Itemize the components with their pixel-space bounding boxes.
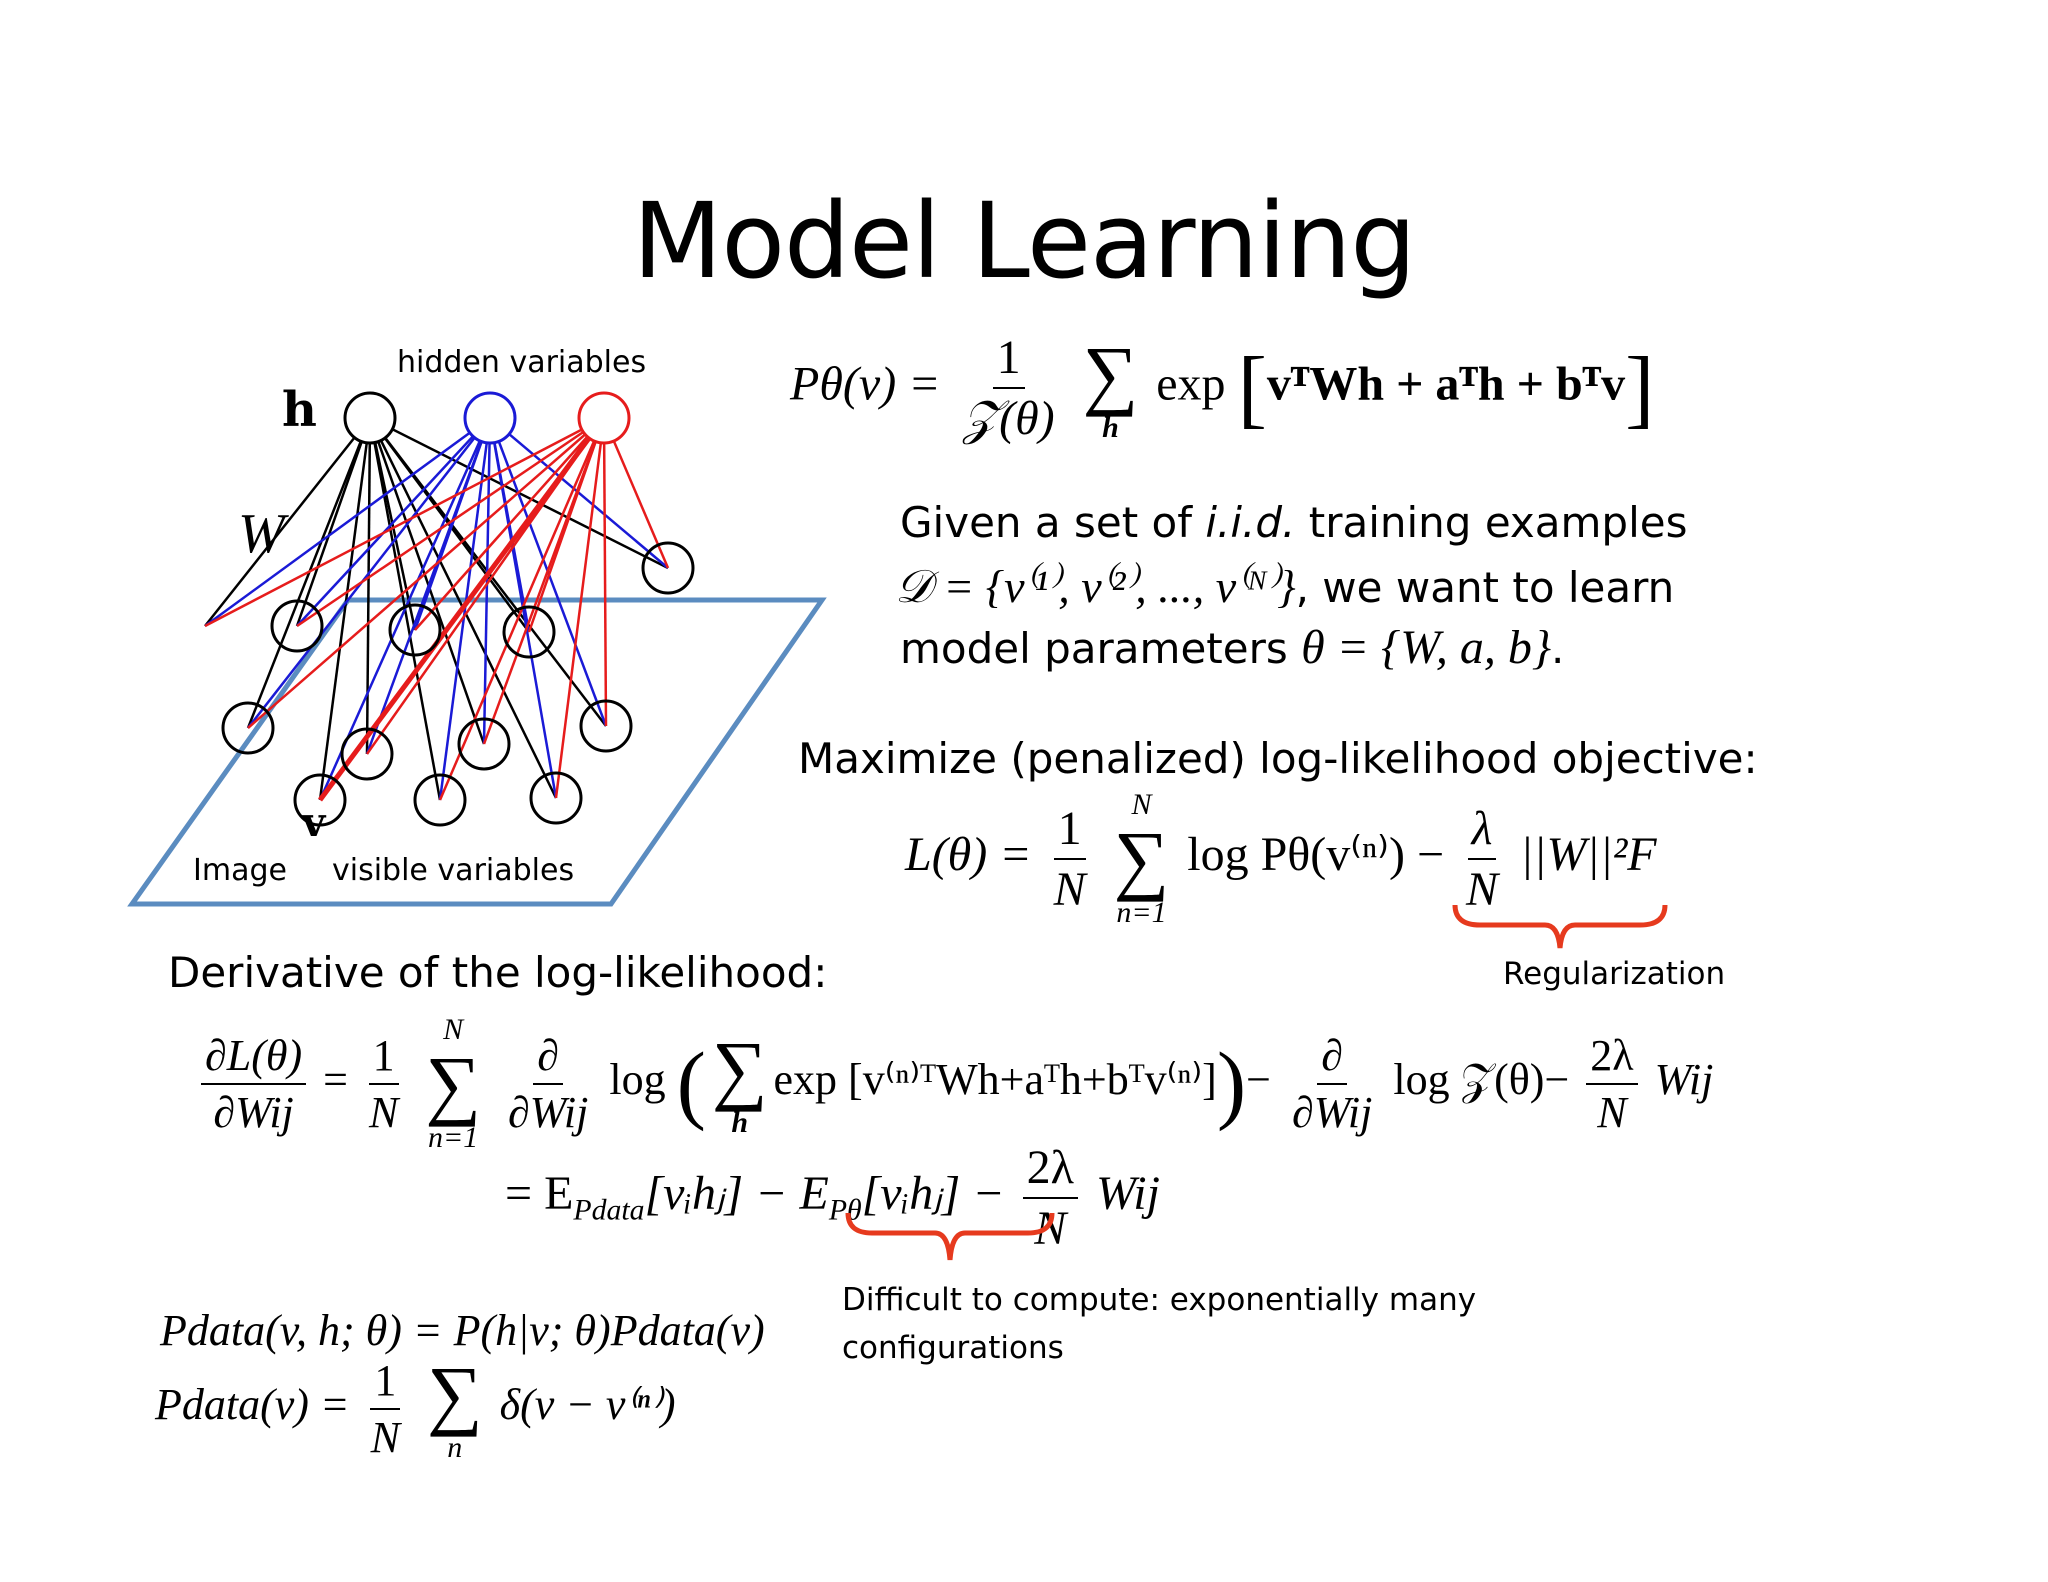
visible-node — [270, 599, 324, 653]
visible-node — [221, 701, 275, 755]
derivative-heading: Derivative of the log-likelihood: — [168, 948, 828, 997]
given-line-3: model parameters θ = {W, a, b}. — [900, 621, 1565, 674]
maximize-heading: Maximize (penalized) log-likelihood obje… — [798, 734, 1758, 783]
regularization-label: Regularization — [1503, 956, 1726, 992]
edge-line — [414, 417, 605, 631]
edge-line — [602, 417, 608, 727]
eq-p-den: 𝒵(θ) — [962, 392, 1055, 445]
eq-p-exp: exp — [1156, 357, 1226, 411]
edge-line — [554, 417, 606, 799]
h-label: h — [282, 382, 317, 438]
eq-p-num: 1 — [992, 330, 1025, 389]
visible-node — [388, 603, 442, 657]
visible-node — [641, 541, 695, 595]
connection-edges — [204, 416, 670, 802]
visible-node — [293, 773, 347, 827]
visible-node — [340, 727, 394, 781]
edge-line — [247, 417, 605, 729]
v-label: v — [301, 799, 327, 846]
rbm-diagram: h W v hidden variables Image visible var… — [127, 345, 827, 907]
edge-line — [204, 417, 371, 627]
edge-line — [365, 417, 372, 755]
eq-p-sum-sub: h — [1102, 410, 1119, 444]
image-label: Image — [193, 853, 287, 888]
edge-line — [296, 417, 491, 627]
difficult-label-1: Difficult to compute: exponentially many — [842, 1282, 1477, 1318]
edge-line — [247, 417, 491, 729]
difficult-brace — [845, 1212, 1055, 1261]
visible-node — [529, 771, 583, 825]
edge-line — [365, 417, 492, 755]
visible-node — [502, 605, 556, 659]
eq-pdata-joint: Pdata(v, h; θ) = P(h|v; θ)Pdata(v) — [160, 1306, 765, 1355]
edge-line — [482, 417, 492, 745]
visible-node — [579, 699, 633, 753]
edge-line — [204, 416, 605, 628]
given-line-2: 𝒟 = {v⁽¹⁾, v⁽²⁾, ..., v⁽ᴺ⁾}, we want to … — [895, 561, 1675, 612]
edge-line — [317, 416, 607, 802]
difficult-label-2: configurations — [842, 1330, 1064, 1366]
eq-p-lhs: Pθ(v) = — [790, 357, 941, 411]
eq-p-body: vᵀWh + aᵀh + bᵀv — [1266, 357, 1626, 411]
w-label: W — [238, 503, 289, 565]
regularization-brace — [1452, 904, 1668, 949]
edge-line — [295, 417, 372, 627]
visible-node — [413, 773, 467, 827]
visible-plane — [127, 597, 827, 907]
network-nodes — [221, 391, 695, 827]
hidden-variables-label: hidden variables — [397, 345, 646, 380]
edge-line — [204, 416, 491, 628]
hidden-node — [343, 391, 397, 445]
edge-line — [296, 416, 605, 628]
edge-line — [368, 417, 486, 745]
hidden-node — [463, 391, 517, 445]
given-line-1: Given a set of i.i.d. training examples — [900, 498, 1688, 547]
edge-line — [602, 417, 670, 569]
visible-variables-label: visible variables — [332, 853, 574, 888]
edge-line — [482, 417, 606, 745]
edge-line — [318, 417, 372, 801]
hidden-node — [577, 391, 631, 445]
slide-title: Model Learning — [632, 180, 1417, 302]
visible-node — [457, 717, 511, 771]
